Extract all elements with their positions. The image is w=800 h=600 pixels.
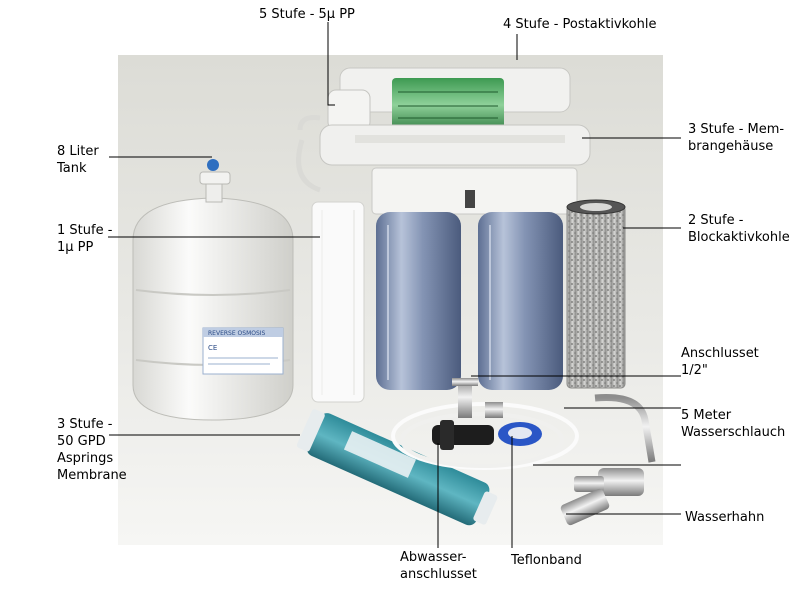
label-tank: 8 Liter Tank (57, 144, 99, 176)
label-stage5-pp: 5 Stufe - 5µ PP (259, 7, 355, 22)
stage3-membrane-housing (296, 115, 591, 193)
stage2-carbon-block (566, 199, 626, 389)
label-stage3-membrane: 3 Stufe - 50 GPD Asprings Membrane (57, 417, 127, 483)
label-faucet: Wasserhahn (685, 510, 765, 525)
tank-valve-icon (207, 159, 219, 171)
label-connector-set: Anschlusset 1/2" (681, 346, 759, 378)
label-stage4-postcarbon: 4 Stufe - Postaktivkohle (503, 17, 657, 32)
connector-set-1-2 (452, 378, 503, 418)
label-drain-connector: Abwasser- anschlusset (400, 550, 477, 582)
stage4-postcarbon-filter (339, 67, 571, 132)
svg-text:REVERSE OSMOSIS: REVERSE OSMOSIS (208, 330, 266, 337)
clear-housing-right (478, 212, 563, 390)
leader-lines (108, 22, 681, 548)
label-stage2-carbon-block: 2 Stufe - Blockaktivkohle (688, 213, 790, 245)
svg-text:CE: CE (208, 344, 217, 352)
tank-8-liter: REVERSE OSMOSIS CE (132, 159, 294, 421)
label-stage1-pp: 1 Stufe - 1µ PP (57, 223, 113, 255)
clear-housing-left (376, 212, 461, 390)
label-stage3-housing: 3 Stufe - Mem- brangehäuse (688, 122, 785, 154)
label-teflon-tape: Teflonband (511, 553, 582, 568)
stage1-pp-cartridge (311, 201, 365, 403)
faucet (560, 393, 656, 526)
teflon-tape (498, 422, 542, 446)
drain-connector-set (432, 420, 494, 450)
label-water-hose: 5 Meter Wasserschlauch (681, 408, 786, 440)
stage5-pp-filter (327, 89, 371, 131)
stage3-membrane-cartridge (296, 409, 498, 526)
